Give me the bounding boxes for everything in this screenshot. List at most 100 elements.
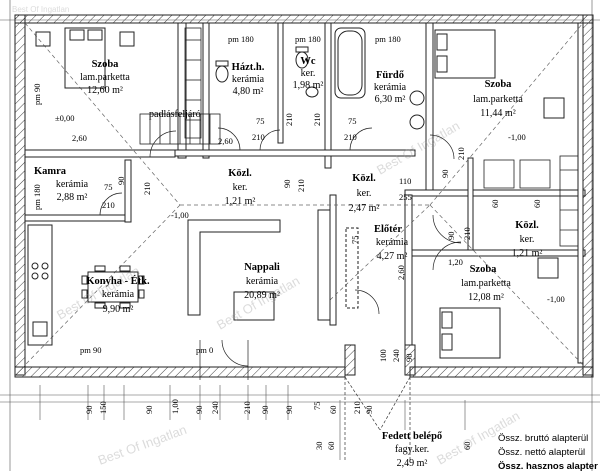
room-name-wc: Wc <box>300 56 316 67</box>
level-c: -1,00 <box>547 294 565 304</box>
room-material-fedett: fagy.ker. <box>395 444 429 455</box>
bed-left <box>35 27 135 89</box>
entrance-canopy <box>344 376 411 460</box>
room-name-szoba1: Szoba <box>92 59 120 70</box>
dim-bottom-150: 150 <box>98 401 108 414</box>
dim-pm90-left: pm 90 <box>32 84 42 106</box>
room-material-nappali: kerámia <box>246 276 279 287</box>
room-area-szoba1: 12,60 m² <box>87 85 123 96</box>
level-b: -1,00 <box>171 210 189 220</box>
dim-210-i: 210 <box>462 227 472 240</box>
sofa <box>187 219 281 321</box>
dim-pm90-bottom: pm 90 <box>80 345 102 355</box>
watermark-top: Best Of Ingatlan <box>12 5 69 14</box>
room-area-kozl2: 2,47 m² <box>349 203 380 214</box>
attic-ladder-label: padlásfeljáró <box>149 109 201 120</box>
dim-90-e: 90 <box>404 354 414 363</box>
room-area-wc: 1,98 m² <box>293 80 324 91</box>
dim-bottom-90-f: 90 <box>364 406 374 415</box>
room-material-kamra: kerámia <box>56 179 89 190</box>
room-material-eloter: kerámia <box>376 237 409 248</box>
level-main: ±0,00 <box>55 113 75 123</box>
dim-210-f: 210 <box>142 182 152 195</box>
interior-walls <box>24 22 586 364</box>
room-name-eloter: Előtér <box>374 224 402 235</box>
dim-bottom-100: 1,00 <box>170 399 180 414</box>
room-area-furdo: 6,30 m² <box>375 94 406 105</box>
room-material-kozl3: ker. <box>520 234 535 245</box>
wc-toilet <box>215 46 309 83</box>
dim-120: 1,20 <box>448 257 463 267</box>
room-material-haztartas: kerámia <box>232 74 265 85</box>
dim-c-30: 30 <box>314 442 324 451</box>
dim-210-h: 210 <box>456 147 466 160</box>
door-swings <box>99 127 462 380</box>
room-area-nappali: 20,89 m² <box>244 290 280 301</box>
dim-260-c: 2,60 <box>396 265 406 280</box>
level-a: -1,00 <box>508 132 526 142</box>
bed-right-top <box>434 29 565 119</box>
dining-table <box>81 265 145 309</box>
room-material-szoba1: lam.parketta <box>80 72 130 83</box>
sinks <box>305 86 425 130</box>
bed-right-bottom <box>439 257 559 359</box>
room-material-szoba2: lam.parketta <box>473 94 523 105</box>
room-material-kozl1: ker. <box>233 182 248 193</box>
room-area-haztartas: 4,80 m² <box>233 86 264 97</box>
room-name-szoba3: Szoba <box>470 264 498 275</box>
dim-pm180-c: pm 180 <box>375 34 401 44</box>
dim-110: 110 <box>399 176 411 186</box>
room-material-konyha: kerámia <box>102 289 135 300</box>
dim-bottom-75: 75 <box>312 402 322 411</box>
dim-60-a: 60 <box>490 200 500 209</box>
dim-210-d: 210 <box>296 179 306 192</box>
room-name-kozl3: Közl. <box>515 220 539 231</box>
summary-brutto: Össz. bruttó alapterül <box>498 433 588 444</box>
dim-bottom-210b: 210 <box>352 401 362 414</box>
room-area-fedett: 2,49 m² <box>397 458 428 469</box>
room-name-furdo: Fürdő <box>376 70 404 81</box>
attic-ladder <box>139 113 221 145</box>
summary-hasznos: Össz. hasznos alapter <box>498 461 598 471</box>
dim-bottom-60: 60 <box>328 406 338 415</box>
dim-210-c: 210 <box>102 200 115 210</box>
dim-c-60: 60 <box>326 442 336 451</box>
dim-bottom-90-d: 90 <box>260 406 270 415</box>
dim-75-b: 75 <box>348 116 357 126</box>
tv-cabinet <box>317 209 359 321</box>
dim-75-a: 75 <box>256 116 265 126</box>
dim-210-a: 210 <box>252 132 265 142</box>
dim-bottom-90-a: 90 <box>84 406 94 415</box>
room-material-kozl2: ker. <box>357 188 372 199</box>
room-name-szoba2: Szoba <box>485 79 513 90</box>
kitchen-counter <box>27 224 53 346</box>
wardrobe-right <box>483 155 579 247</box>
bathtub <box>334 27 366 99</box>
dim-c-60b: 60 <box>462 442 472 451</box>
dim-90-b: 90 <box>282 180 292 189</box>
dim-260-a: 2,60 <box>72 133 87 143</box>
dim-210-g: 210 <box>312 113 322 126</box>
dim-bottom-90-e: 90 <box>284 406 294 415</box>
room-name-kozl2: Közl. <box>352 173 376 184</box>
dim-75-d: 75 <box>350 236 360 245</box>
room-material-szoba3: lam.parketta <box>461 278 511 289</box>
room-name-haztartas: Házt.h. <box>232 62 265 73</box>
dim-240-a: 240 <box>391 349 401 362</box>
room-material-wc: ker. <box>301 68 316 79</box>
room-area-kamra: 2,88 m² <box>57 192 88 203</box>
wardrobe <box>184 27 202 139</box>
room-name-nappali: Nappali <box>244 262 280 273</box>
dim-pm0-bottom: pm 0 <box>196 345 213 355</box>
room-name-kozl1: Közl. <box>228 168 252 179</box>
dim-255: 255 <box>399 192 412 202</box>
room-area-kozl3: 1,21 m² <box>512 248 543 259</box>
room-name-fedett: Fedett belépő <box>382 431 442 442</box>
dim-90-c: 90 <box>440 170 450 179</box>
dim-pm180-a: pm 180 <box>228 34 254 44</box>
room-name-konyha: Konyha - Étk. <box>86 275 150 287</box>
dim-90-d: 90 <box>446 232 456 241</box>
dim-75-c: 75 <box>104 182 113 192</box>
dim-210-e: 210 <box>284 113 294 126</box>
